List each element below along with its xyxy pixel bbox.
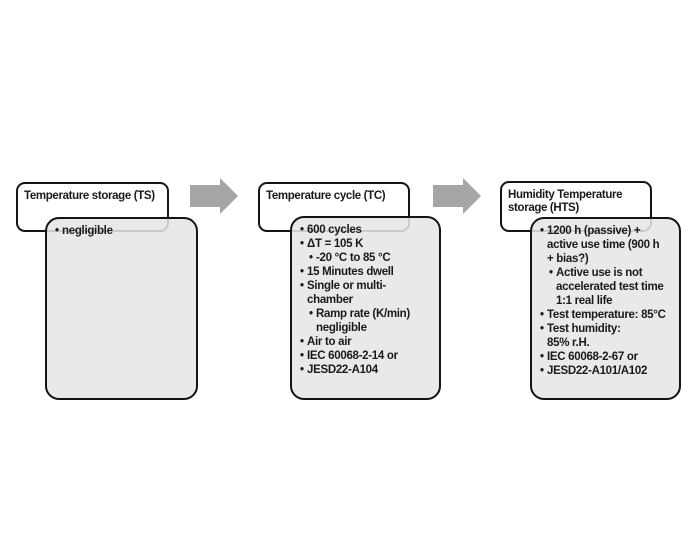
stage-title: Temperature storage (TS): [24, 190, 155, 202]
bullet-item: •Active use is not accelerated test time…: [549, 266, 674, 308]
content-box-temperature-cycle: •600 cycles•ΔT = 105 K•-20 °C to 85 °C•1…: [290, 216, 441, 400]
bullet-item: •ΔT = 105 K: [300, 237, 434, 251]
bullet-item: •15 Minutes dwell: [300, 265, 434, 279]
bullet-icon: •: [540, 225, 544, 237]
bullet-item-text: JESD22-A101/A102: [547, 365, 648, 377]
bullet-item: •Single or multi- chamber: [300, 279, 434, 307]
content-box-humidity-temperature-storage: •1200 h (passive) + active use time (900…: [530, 217, 681, 400]
bullet-list: •1200 h (passive) + active use time (900…: [540, 224, 674, 378]
bullet-item: •Test humidity: 85% r.H.: [540, 322, 674, 350]
arrow-right-icon: [190, 178, 238, 214]
bullet-item: •IEC 60068-2-67 or: [540, 350, 674, 364]
arrow-right-icon: [433, 178, 481, 214]
bullet-item-text: Test humidity: 85% r.H.: [547, 323, 621, 349]
bullet-icon: •: [300, 350, 304, 362]
bullet-icon: •: [300, 224, 304, 236]
content-box-temperature-storage: •negligible: [45, 217, 198, 400]
bullet-list: •negligible: [55, 224, 191, 238]
bullet-item: •600 cycles: [300, 223, 434, 237]
stage-title: Humidity Temperature storage (HTS): [508, 189, 623, 214]
bullet-item-text: -20 °C to 85 °C: [316, 252, 391, 264]
bullet-item: •-20 °C to 85 °C: [309, 251, 434, 265]
bullet-item-text: ΔT = 105 K: [307, 238, 364, 250]
bullet-item: •JESD22-A101/A102: [540, 364, 674, 378]
bullet-item-text: negligible: [62, 225, 113, 237]
bullet-icon: •: [540, 365, 544, 377]
bullet-item-text: 15 Minutes dwell: [307, 266, 394, 278]
bullet-item: •JESD22-A104: [300, 363, 434, 377]
bullet-icon: •: [549, 267, 553, 279]
bullet-item: •Air to air: [300, 335, 434, 349]
bullet-icon: •: [300, 364, 304, 376]
bullet-item: •Test temperature: 85°C: [540, 308, 674, 322]
bullet-item-text: 1200 h (passive) + active use time (900 …: [547, 225, 660, 265]
bullet-item-text: Air to air: [307, 336, 352, 348]
bullet-item: •Ramp rate (K/min) negligible: [309, 307, 434, 335]
bullet-list: •600 cycles•ΔT = 105 K•-20 °C to 85 °C•1…: [300, 223, 434, 377]
bullet-item-text: IEC 60068-2-67 or: [547, 351, 638, 363]
bullet-item-text: Active use is not accelerated test time …: [556, 267, 664, 307]
bullet-icon: •: [540, 351, 544, 363]
bullet-item-text: IEC 60068-2-14 or: [307, 350, 398, 362]
bullet-icon: •: [540, 309, 544, 321]
bullet-item-text: Single or multi- chamber: [307, 280, 386, 306]
bullet-icon: •: [300, 238, 304, 250]
bullet-item: •IEC 60068-2-14 or: [300, 349, 434, 363]
bullet-icon: •: [540, 323, 544, 335]
bullet-icon: •: [300, 280, 304, 292]
bullet-icon: •: [300, 336, 304, 348]
bullet-item-text: 600 cycles: [307, 224, 362, 236]
bullet-item-text: Test temperature: 85°C: [547, 309, 666, 321]
bullet-item-text: JESD22-A104: [307, 364, 378, 376]
bullet-icon: •: [309, 308, 313, 320]
bullet-icon: •: [55, 225, 59, 237]
bullet-item-text: Ramp rate (K/min) negligible: [316, 308, 410, 334]
stage-title: Temperature cycle (TC): [266, 190, 386, 202]
bullet-item: •1200 h (passive) + active use time (900…: [540, 224, 674, 266]
bullet-icon: •: [309, 252, 313, 264]
bullet-icon: •: [300, 266, 304, 278]
bullet-item: •negligible: [55, 224, 191, 238]
